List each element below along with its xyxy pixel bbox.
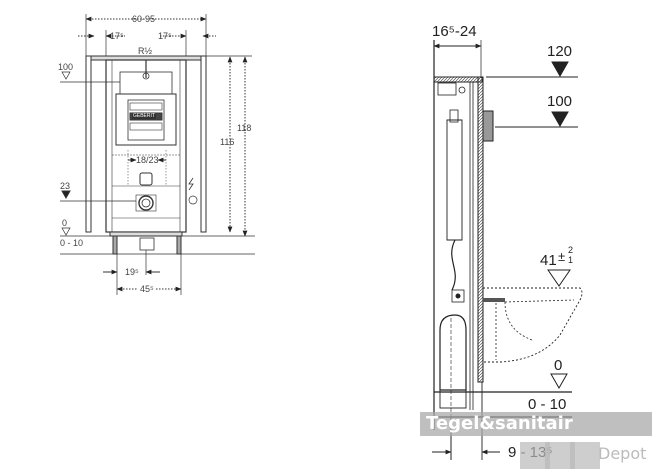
level-23-label: 23 — [60, 181, 71, 191]
seat-tolerance-minus: 1 — [568, 255, 574, 265]
level-120-label: 120 — [547, 43, 573, 60]
seat-height-label: 41 — [540, 252, 557, 269]
watermark-brand: Tegel&sanitair — [420, 412, 652, 436]
floor-range-label-side: 0 - 10 — [528, 396, 567, 413]
level-0-label-side: 0 — [554, 357, 563, 374]
watermark-depot: Depot — [598, 444, 647, 463]
side-view — [432, 40, 583, 460]
dim-height-outer: 118 — [237, 123, 252, 133]
dim-side-gap-left: 17⁵ — [110, 31, 124, 41]
dim-height-inner: 116 — [220, 137, 235, 147]
seat-tolerance-sign: ± — [558, 249, 566, 264]
dim-side-gap-right: 17⁵ — [158, 31, 172, 41]
level-0-label: 0 — [62, 218, 68, 228]
brand-label: GEBERIT — [132, 113, 156, 119]
floor-range-label: 0 - 10 — [60, 238, 84, 248]
seat-tolerance-plus: 2 — [568, 245, 574, 255]
level-100-label-side: 100 — [547, 93, 573, 110]
dim-foot-width: 45⁵ — [138, 284, 156, 294]
dim-depth: 16⁵-24 — [432, 23, 477, 40]
watermark-tile-icon — [570, 442, 600, 469]
level-100-label: 100 — [58, 62, 74, 72]
dim-overall-width: 60-95 — [132, 14, 156, 24]
connection-label: R½ — [138, 46, 153, 56]
dim-drain-width: 18/23 — [136, 155, 159, 165]
dim-offset-small: 19⁵ — [125, 267, 139, 277]
